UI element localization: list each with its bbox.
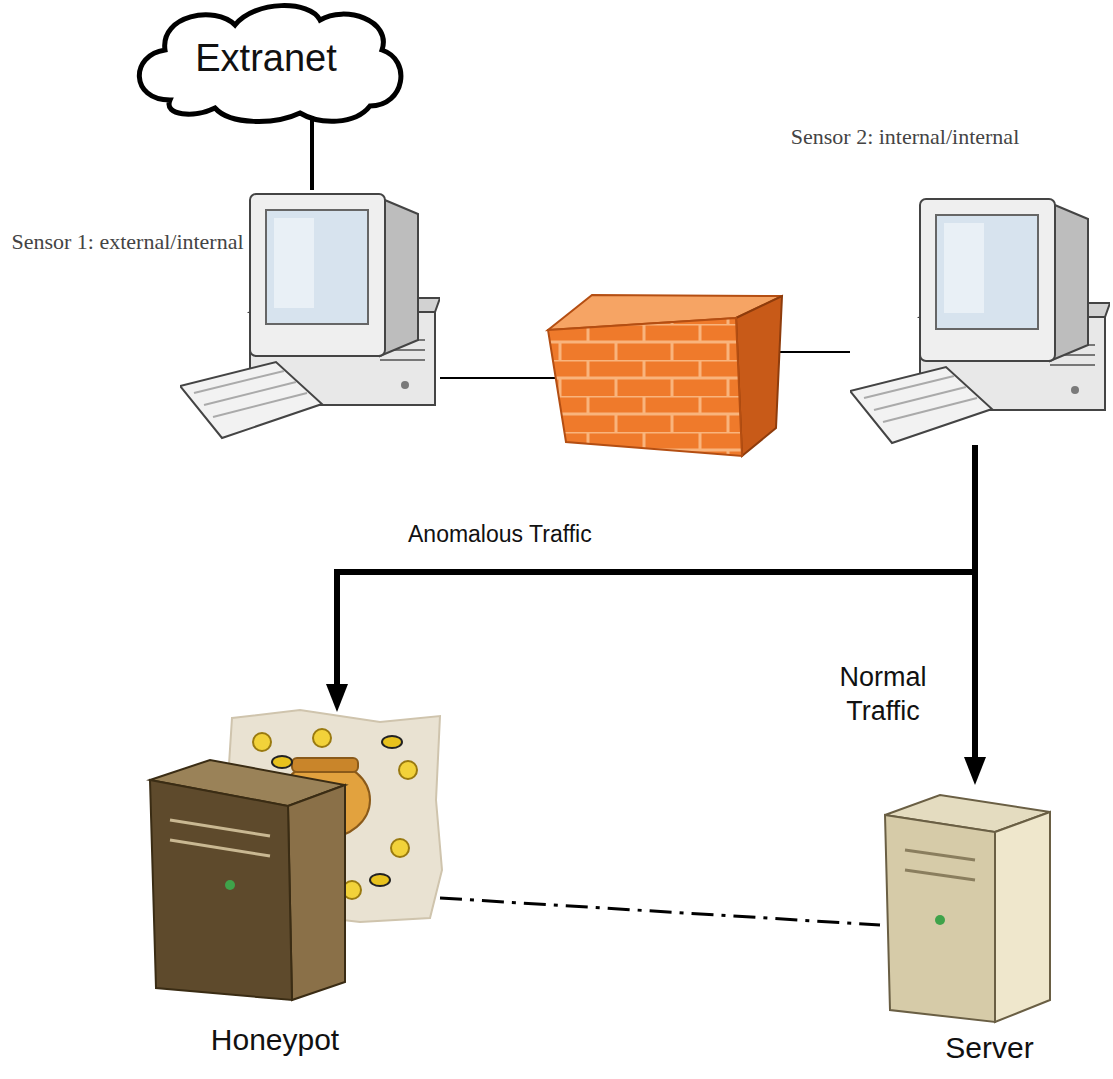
connector-line (972, 445, 978, 759)
connector (312, 116, 313, 190)
connector (964, 445, 986, 785)
honeypot-node: Honeypot (150, 712, 440, 1002)
cloud-shape (139, 6, 401, 122)
node-label: Honeypot (175, 1022, 375, 1058)
edge-label: Anomalous Traffic (405, 520, 595, 549)
edge-label: Normal Traffic (812, 660, 954, 728)
node-label: Sensor 1: external/internal (0, 225, 255, 259)
server-tower (885, 795, 1050, 1022)
sensor-computer: Sensor 2: internal/internal (850, 195, 1105, 445)
server-node: Server (880, 785, 1055, 1025)
cloud-node: Extranet (140, 5, 400, 120)
connector (440, 898, 880, 925)
honeypot-tower (150, 760, 345, 1000)
node-label: Server (902, 1030, 1077, 1066)
connector-line (310, 116, 314, 190)
sensor-computer: Sensor 1: external/internal (180, 190, 440, 440)
arrow-head (326, 684, 348, 712)
arrow-head (964, 757, 986, 785)
computer-icon (850, 199, 1110, 443)
connector-line (337, 445, 975, 686)
connector-line (440, 898, 880, 925)
node-label: Extranet (195, 37, 337, 80)
node-label: Sensor 2: internal/internal (785, 120, 1025, 154)
